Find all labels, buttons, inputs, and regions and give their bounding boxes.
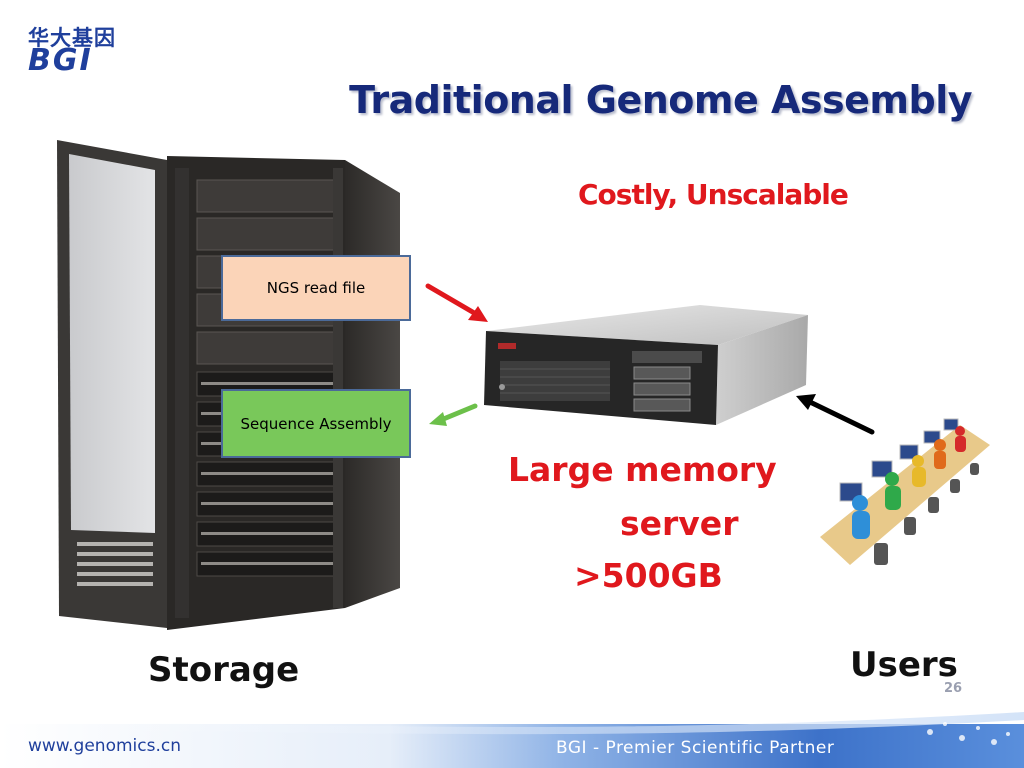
server-line-1: Large memory	[508, 450, 777, 489]
footer-band	[0, 712, 1024, 768]
storage-rack-image	[57, 140, 400, 630]
server-line-2: server	[620, 504, 739, 543]
users-image	[820, 418, 990, 565]
bgi-logo: 华大基因 BGI	[28, 22, 138, 78]
green-arrow-icon	[429, 403, 478, 426]
ngs-read-file-box: NGS read file	[221, 255, 411, 321]
red-arrow-icon	[425, 283, 488, 322]
server-line-3: >500GB	[574, 556, 723, 595]
cost-note: Costly, Unscalable	[578, 178, 849, 211]
server-image	[484, 305, 808, 425]
page-number: 26	[944, 681, 963, 696]
slide-title: Traditional Genome Assembly	[349, 78, 972, 122]
logo-chinese-text: 华大基因	[28, 26, 116, 50]
footer-tagline: BGI - Premier Scientific Partner	[556, 738, 835, 758]
black-arrow-icon	[796, 394, 875, 435]
footer-url: www.genomics.cn	[28, 736, 181, 756]
users-label: Users	[850, 645, 958, 685]
sequence-assembly-box: Sequence Assembly	[221, 389, 411, 458]
storage-label: Storage	[148, 650, 300, 690]
logo-latin-text: BGI	[28, 43, 93, 78]
